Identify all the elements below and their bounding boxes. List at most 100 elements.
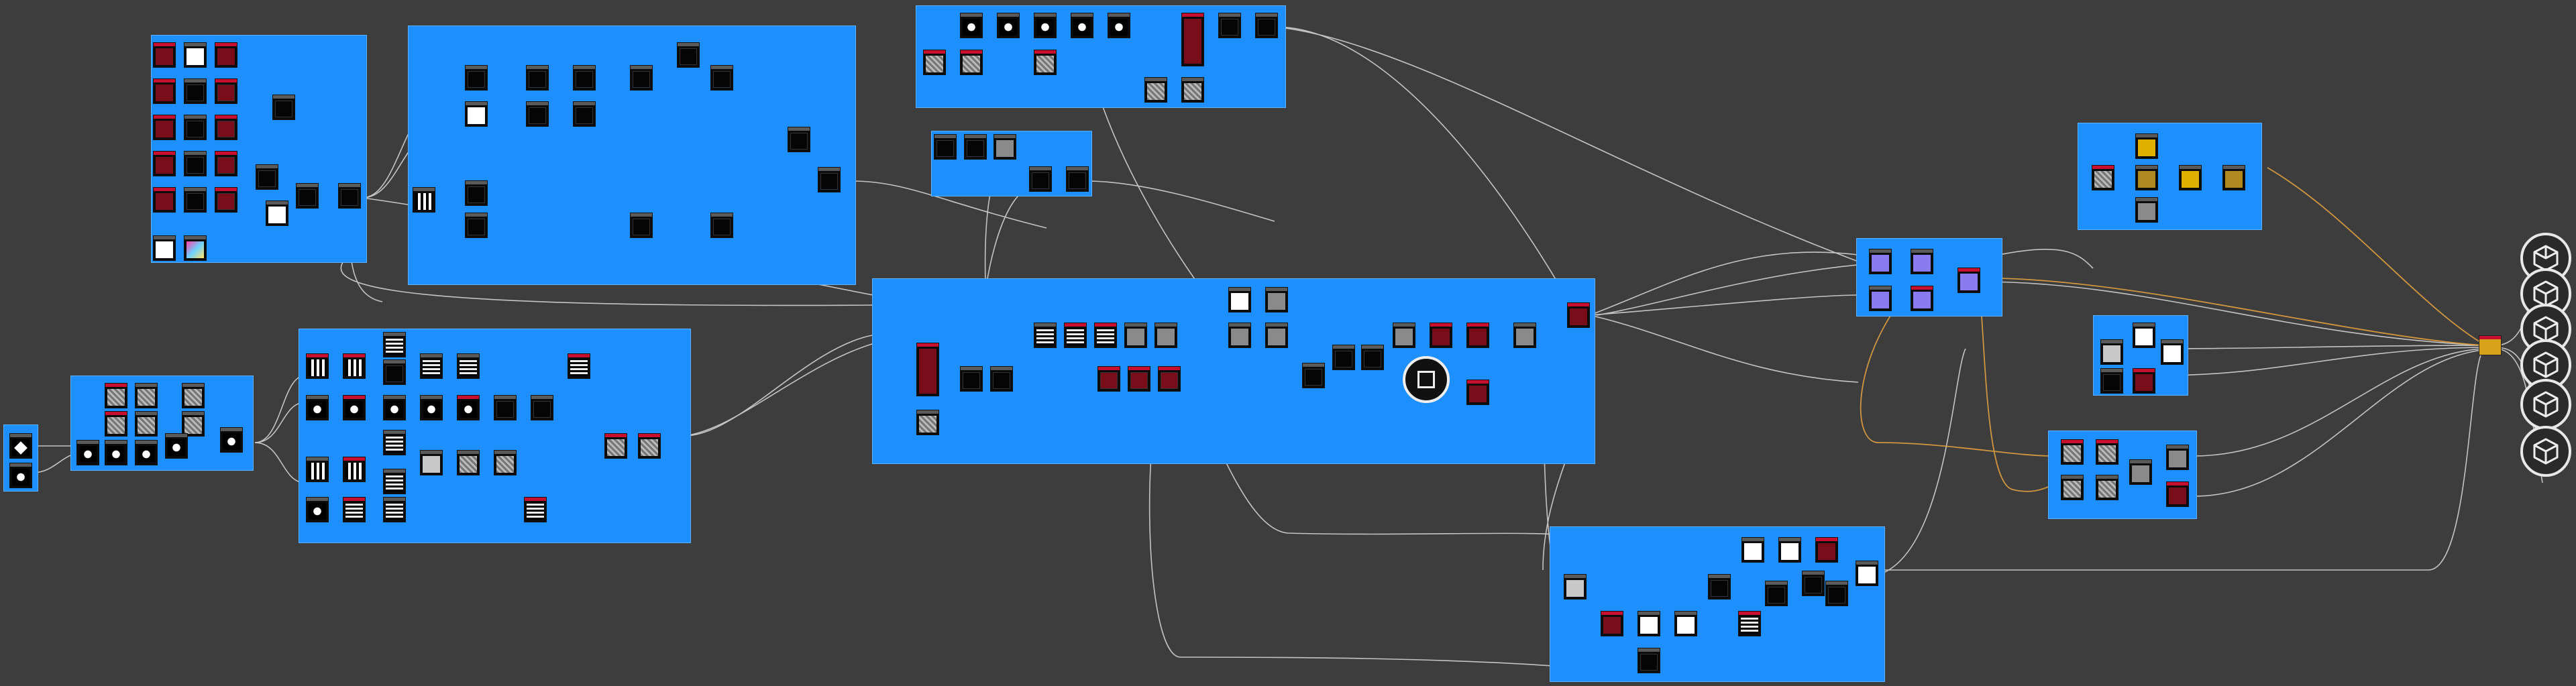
mask-node[interactable] (153, 187, 176, 213)
gray-node[interactable] (2129, 459, 2152, 485)
noise-node[interactable] (1144, 77, 1167, 103)
noise-node[interactable] (960, 50, 983, 75)
pattern-node[interactable] (457, 353, 480, 379)
pattern-node[interactable] (383, 359, 406, 385)
viewport-marker[interactable] (1403, 356, 1450, 403)
filter-node[interactable] (1638, 648, 1660, 673)
mask-node[interactable] (1228, 287, 1251, 312)
pattern-node[interactable] (383, 395, 406, 420)
levels-node[interactable] (1066, 166, 1089, 192)
mask-node[interactable] (266, 201, 288, 226)
pattern-node[interactable] (420, 450, 443, 475)
gray-node[interactable] (1567, 302, 1590, 328)
frame-yellow[interactable] (2078, 123, 2262, 230)
filter-node[interactable] (2133, 368, 2155, 394)
shape-node[interactable] (220, 427, 243, 453)
pattern-node[interactable] (343, 395, 366, 420)
blend-node[interactable] (1128, 366, 1150, 392)
color-node[interactable] (2135, 165, 2158, 190)
blend-node[interactable] (338, 183, 361, 209)
filter-node[interactable] (1218, 13, 1241, 38)
filter-node[interactable] (1108, 13, 1130, 38)
pattern-node[interactable] (306, 457, 329, 482)
shape-node[interactable] (165, 433, 188, 459)
filter-node[interactable] (630, 213, 653, 238)
noise-node[interactable] (1181, 77, 1204, 103)
filter-node[interactable] (1034, 13, 1057, 38)
gray-node[interactable] (1430, 323, 1452, 348)
pattern-node[interactable] (383, 469, 406, 494)
color-node[interactable] (2179, 165, 2202, 190)
frame-input[interactable] (3, 424, 38, 492)
gray-node[interactable] (1466, 380, 1489, 405)
levels-node[interactable] (1029, 166, 1052, 192)
frame-main-compositing[interactable] (872, 278, 1595, 464)
pattern-node[interactable] (306, 497, 329, 522)
frame-bottom[interactable] (1550, 526, 1885, 682)
filter-node[interactable] (526, 101, 549, 127)
filter-node[interactable] (2100, 368, 2123, 394)
ambient-occlusion-output[interactable] (2520, 426, 2571, 477)
filter-node[interactable] (1071, 13, 1093, 38)
noise-node[interactable] (2061, 475, 2084, 500)
filter-node[interactable] (1765, 581, 1788, 606)
pattern-node[interactable] (306, 395, 329, 420)
filter-node[interactable] (1856, 561, 1878, 586)
filter-node[interactable] (573, 65, 596, 91)
filter-node[interactable] (710, 65, 733, 91)
mask-node[interactable] (184, 187, 207, 213)
mask-node[interactable] (215, 42, 237, 68)
pattern-node[interactable] (604, 433, 627, 459)
blend-node[interactable] (272, 95, 295, 120)
pattern-node[interactable] (457, 450, 480, 475)
frame-mix[interactable] (2048, 431, 2197, 519)
frame-filters-top[interactable] (916, 5, 1286, 108)
pattern-node[interactable] (383, 430, 406, 455)
filter-node[interactable] (1741, 537, 1764, 563)
color-node[interactable] (916, 343, 939, 396)
mask-node[interactable] (153, 151, 176, 176)
mask-node[interactable] (153, 42, 176, 68)
noise-node[interactable] (135, 383, 158, 408)
blend-node[interactable] (990, 366, 1013, 392)
mask-node[interactable] (215, 151, 237, 176)
frame-levels[interactable] (931, 131, 1092, 196)
gray-node[interactable] (1265, 287, 1288, 312)
filter-node[interactable] (2100, 339, 2123, 365)
filter-node[interactable] (1564, 574, 1587, 599)
gray-node[interactable] (1466, 323, 1489, 348)
mask-node[interactable] (215, 78, 237, 104)
filter-node[interactable] (1802, 571, 1825, 596)
filter-node[interactable] (710, 213, 733, 238)
filter-node[interactable] (997, 13, 1020, 38)
filter-node[interactable] (1778, 537, 1801, 563)
gray-node[interactable] (1155, 323, 1177, 348)
gradient-node[interactable] (184, 235, 207, 261)
gray-node[interactable] (1124, 323, 1147, 348)
pattern-node[interactable] (383, 332, 406, 357)
output-merge-node[interactable] (2479, 335, 2502, 355)
wave-node[interactable] (413, 187, 435, 213)
color-node[interactable] (1911, 286, 1933, 311)
mask-node[interactable] (184, 42, 207, 68)
levels-node[interactable] (934, 134, 957, 160)
pattern-node[interactable] (1064, 323, 1087, 348)
frame-patterns[interactable] (299, 329, 691, 543)
pattern-node[interactable] (457, 395, 480, 420)
mask-node[interactable] (184, 115, 207, 140)
shape-node[interactable] (9, 433, 32, 459)
frame-white[interactable] (2093, 315, 2188, 396)
noise-node[interactable] (2096, 475, 2118, 500)
frame-masks-top[interactable] (151, 35, 367, 263)
filter-node[interactable] (1255, 13, 1278, 38)
blend-node[interactable] (1361, 345, 1384, 370)
mask-node[interactable] (215, 187, 237, 213)
filter-node[interactable] (2161, 339, 2184, 365)
filter-node[interactable] (2166, 481, 2189, 507)
blend-node[interactable] (1332, 345, 1355, 370)
mask-node[interactable] (153, 78, 176, 104)
gray-node[interactable] (1513, 323, 1536, 348)
blend-node[interactable] (1158, 366, 1181, 392)
filter-node[interactable] (960, 13, 983, 38)
filter-node[interactable] (465, 180, 488, 206)
